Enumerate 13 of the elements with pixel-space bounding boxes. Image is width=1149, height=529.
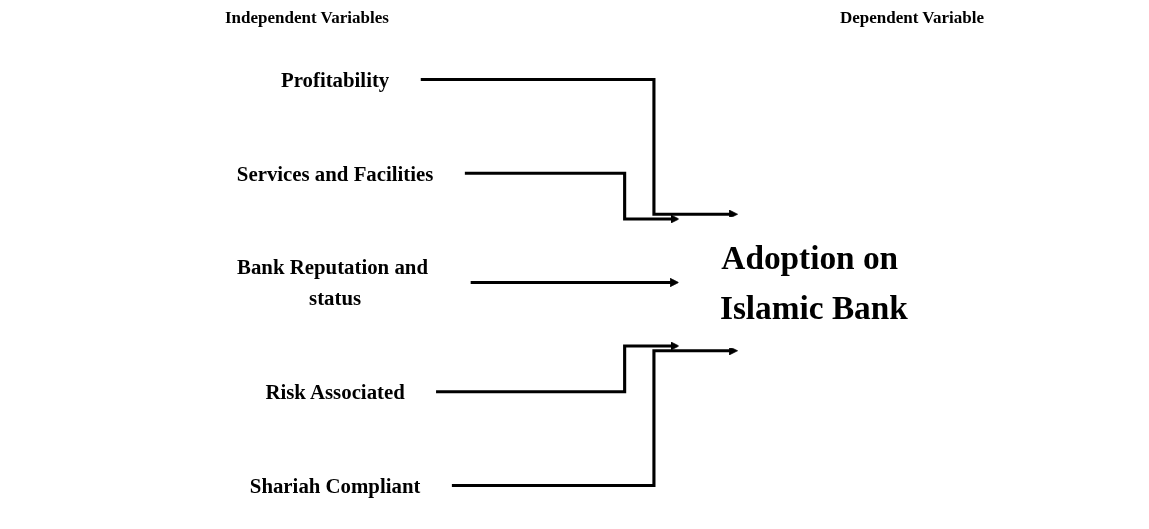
node-text: Shariah Compliant	[249, 474, 421, 497]
column-heading: Independent Variables	[225, 8, 389, 28]
node-text: Profitability	[280, 68, 390, 91]
column-heading: Dependent Variable	[840, 8, 985, 28]
node-text: Bank Reputation and status	[237, 255, 428, 310]
arrow	[470, 277, 679, 288]
node-text: Adoption on Islamic Bank	[719, 238, 908, 327]
node-text: Risk Associated	[265, 380, 405, 404]
arrow	[436, 341, 680, 394]
node-text: Services and Facilities	[236, 161, 434, 185]
arrow	[420, 78, 738, 219]
arrow	[451, 346, 738, 487]
arrow	[464, 171, 680, 224]
